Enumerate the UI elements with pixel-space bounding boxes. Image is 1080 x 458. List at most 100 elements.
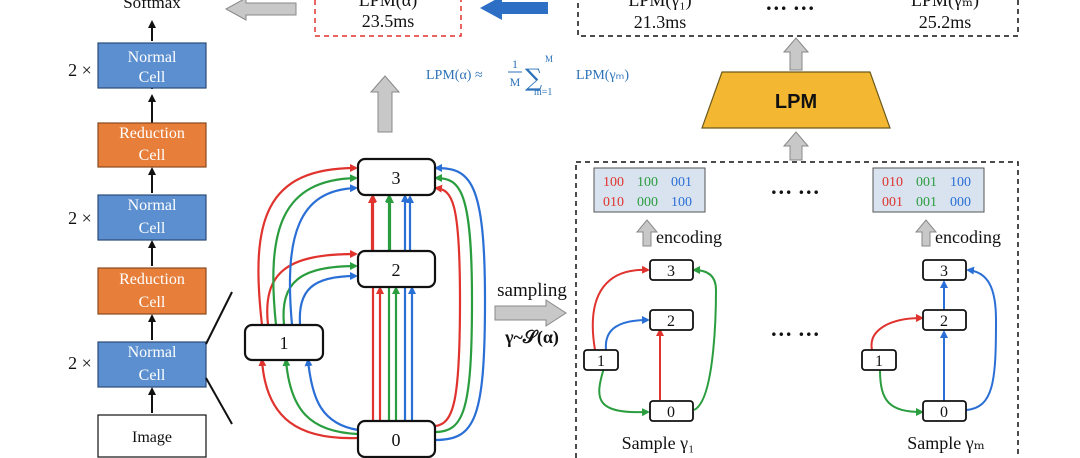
node-label: 1 [875, 353, 883, 370]
edge-blue [604, 316, 650, 351]
encoding-bits: 001 [916, 175, 937, 190]
node-3 [356, 157, 437, 197]
lpm-label: LPM [775, 91, 817, 113]
encoding-bits: 100 [603, 175, 624, 190]
node-2 [649, 309, 694, 331]
lpm-alpha-value: 23.5ms [362, 11, 415, 31]
node-3 [649, 259, 694, 281]
encoding-bits: 100 [671, 195, 692, 210]
normal-cell-label: Normal [128, 49, 177, 66]
gray-arrow-up [782, 131, 810, 161]
supernet [257, 164, 487, 442]
edge-green [879, 369, 924, 416]
reduction-cell-label: Cell [139, 294, 166, 311]
sample-g1-nodes: 3 2 1 0 [583, 259, 694, 422]
edge-blue [304, 358, 359, 432]
encoding-label: encoding [656, 227, 722, 247]
sample-g1-graph [591, 265, 718, 417]
node-label: 2 [392, 260, 401, 280]
normal-cell-label: Normal [128, 344, 177, 361]
edge-red [434, 184, 462, 428]
image-box [97, 414, 207, 458]
edge-red [591, 265, 650, 351]
normal-cell-label: Cell [139, 220, 166, 237]
lpm-alpha-label: LPM(α) [359, 0, 417, 11]
edge-green [272, 174, 358, 326]
reduction-cell-label: Reduction [119, 271, 185, 288]
sampling: sampling γ~𝒮(α) [494, 280, 567, 348]
lpm-model [701, 71, 891, 129]
node-3 [922, 259, 967, 281]
edge-blue [298, 272, 358, 326]
formula-sum: ∑ [525, 64, 542, 92]
encoding-label: encoding [935, 227, 1001, 247]
encoding-bits: 100 [950, 175, 971, 190]
encoding-bits: 000 [950, 195, 971, 210]
node-label: 3 [667, 263, 675, 280]
repeat-label: 2 × [68, 353, 92, 373]
formula-frac-den: M [510, 75, 521, 89]
edge-green [282, 358, 359, 436]
formula-rhs: LPM(γₘ) [576, 68, 629, 83]
node-label: 3 [392, 168, 401, 188]
node-label: 0 [392, 430, 401, 450]
reduction-cell [97, 122, 207, 168]
edge-red [258, 358, 359, 440]
sample-g1-label: Sample γ₁ [622, 433, 695, 453]
node-label: 0 [940, 404, 948, 421]
edge-green [598, 367, 650, 417]
edge-blue [965, 266, 998, 411]
node-0 [356, 419, 437, 458]
node-1 [583, 349, 619, 371]
top-row: LPM(α) 23.5ms LPM(γ₁) 21.3ms … … LPM(γₘ)… [224, 0, 1019, 37]
encoding-arrow [635, 219, 659, 247]
reduction-cell-label: Reduction [119, 125, 185, 142]
edge-green [692, 266, 718, 411]
lpm-g1-label: LPM(γ₁) [628, 0, 691, 11]
formula-sum-top: M [545, 54, 553, 64]
lpm-samples-box [577, 0, 1019, 37]
node-1 [243, 323, 325, 362]
node-label: 2 [667, 313, 675, 330]
edge-red [257, 164, 358, 326]
edge-green [434, 174, 474, 434]
cell-stack: Softmax Normal Cell 2 × Reduction Cell N… [68, 0, 233, 458]
node-0 [922, 400, 967, 422]
sample-gm-label: Sample γₘ [907, 433, 984, 453]
image-label: Image [132, 429, 172, 446]
sample-gm-nodes: 3 2 1 0 [861, 259, 967, 422]
node-2 [356, 249, 437, 289]
gray-arrow-left [224, 0, 297, 21]
encoding-bits: 100 [637, 175, 658, 190]
encoding-bits: 010 [603, 195, 624, 210]
supernet-nodes: 3 2 1 0 [243, 157, 437, 458]
encoding-box-right [872, 167, 985, 213]
node-label: 0 [667, 404, 675, 421]
edge-green [282, 262, 358, 326]
dots: … … [770, 174, 820, 199]
node-0 [649, 400, 694, 422]
reduction-cell [97, 267, 207, 315]
lpm-gm-value: 25.2ms [919, 12, 972, 32]
node-label: 1 [597, 353, 605, 370]
edge-red [266, 250, 358, 326]
formula-frac-num: 1 [512, 57, 518, 71]
edge-blue [288, 184, 358, 326]
encoding-box-left [593, 167, 706, 213]
edge-red [870, 314, 924, 351]
samples-box [575, 161, 1019, 458]
gray-arrow-up [369, 75, 401, 133]
encoding-bits: 001 [882, 195, 903, 210]
lpm-alpha-box [314, 0, 462, 37]
zoom-line [205, 291, 233, 345]
gray-arrow-up [782, 37, 810, 71]
encoding-bits: 001 [671, 175, 692, 190]
lpm-g1-value: 21.3ms [634, 12, 687, 32]
sampling-arrow [494, 299, 567, 327]
normal-cell-label: Cell [139, 367, 166, 384]
formula-sum-bottom: m=1 [534, 87, 552, 98]
normal-cell [97, 42, 207, 89]
sampling-expr: γ~𝒮(α) [504, 327, 559, 348]
